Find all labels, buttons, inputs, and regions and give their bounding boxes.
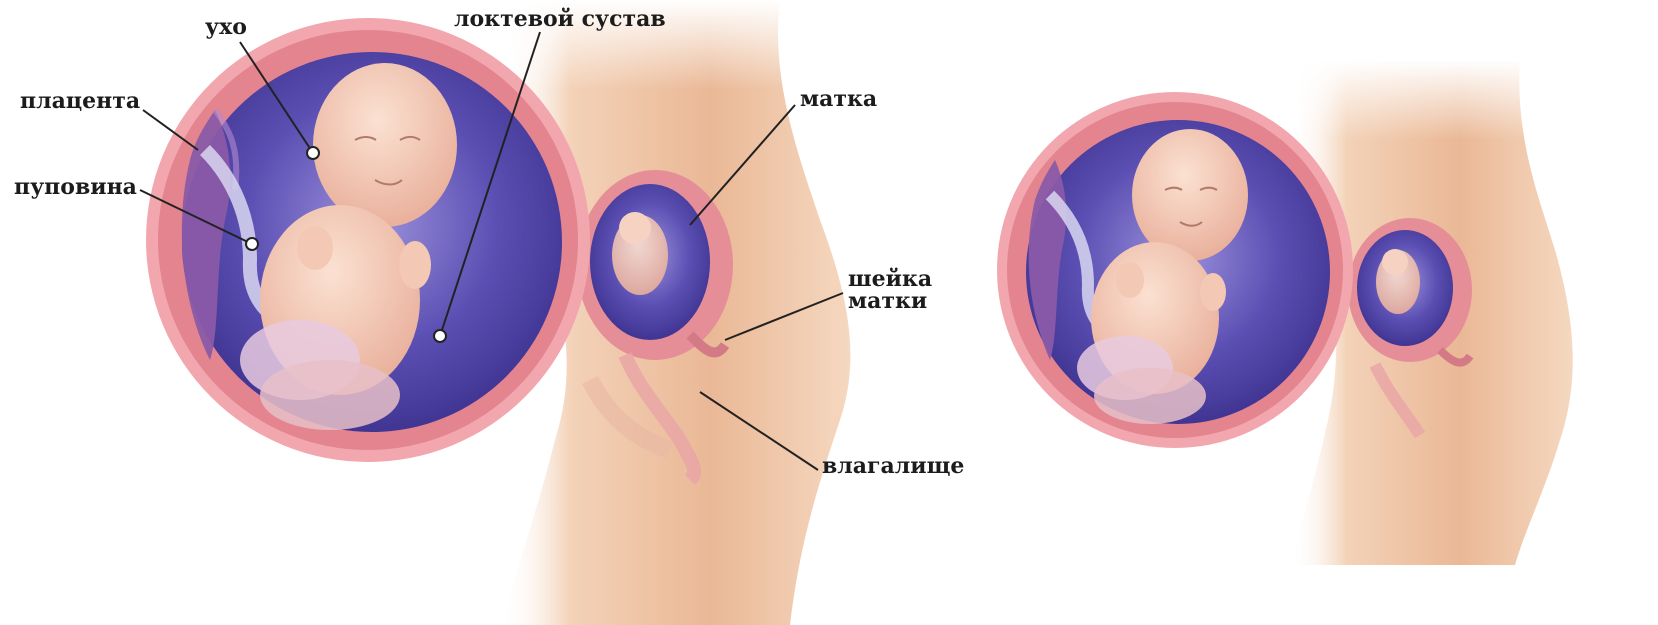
label-ear: ухо — [205, 16, 247, 38]
elbow-marker — [434, 330, 446, 342]
label-cervix-line1: шейка — [848, 268, 932, 290]
ear-marker — [307, 147, 319, 159]
label-uterus: матка — [800, 88, 877, 110]
umbilical-cord-marker — [246, 238, 258, 250]
label-elbow-joint: локтевой сустав — [454, 8, 666, 30]
label-vagina: влагалище — [822, 455, 964, 477]
left-illustration — [140, 0, 850, 625]
right-illustration — [997, 60, 1580, 565]
label-umbilical-cord: пуповина — [14, 176, 137, 198]
label-cervix-line2: матки — [848, 290, 927, 312]
magnified-view-right — [997, 92, 1353, 448]
label-placenta: плацента — [20, 90, 140, 112]
